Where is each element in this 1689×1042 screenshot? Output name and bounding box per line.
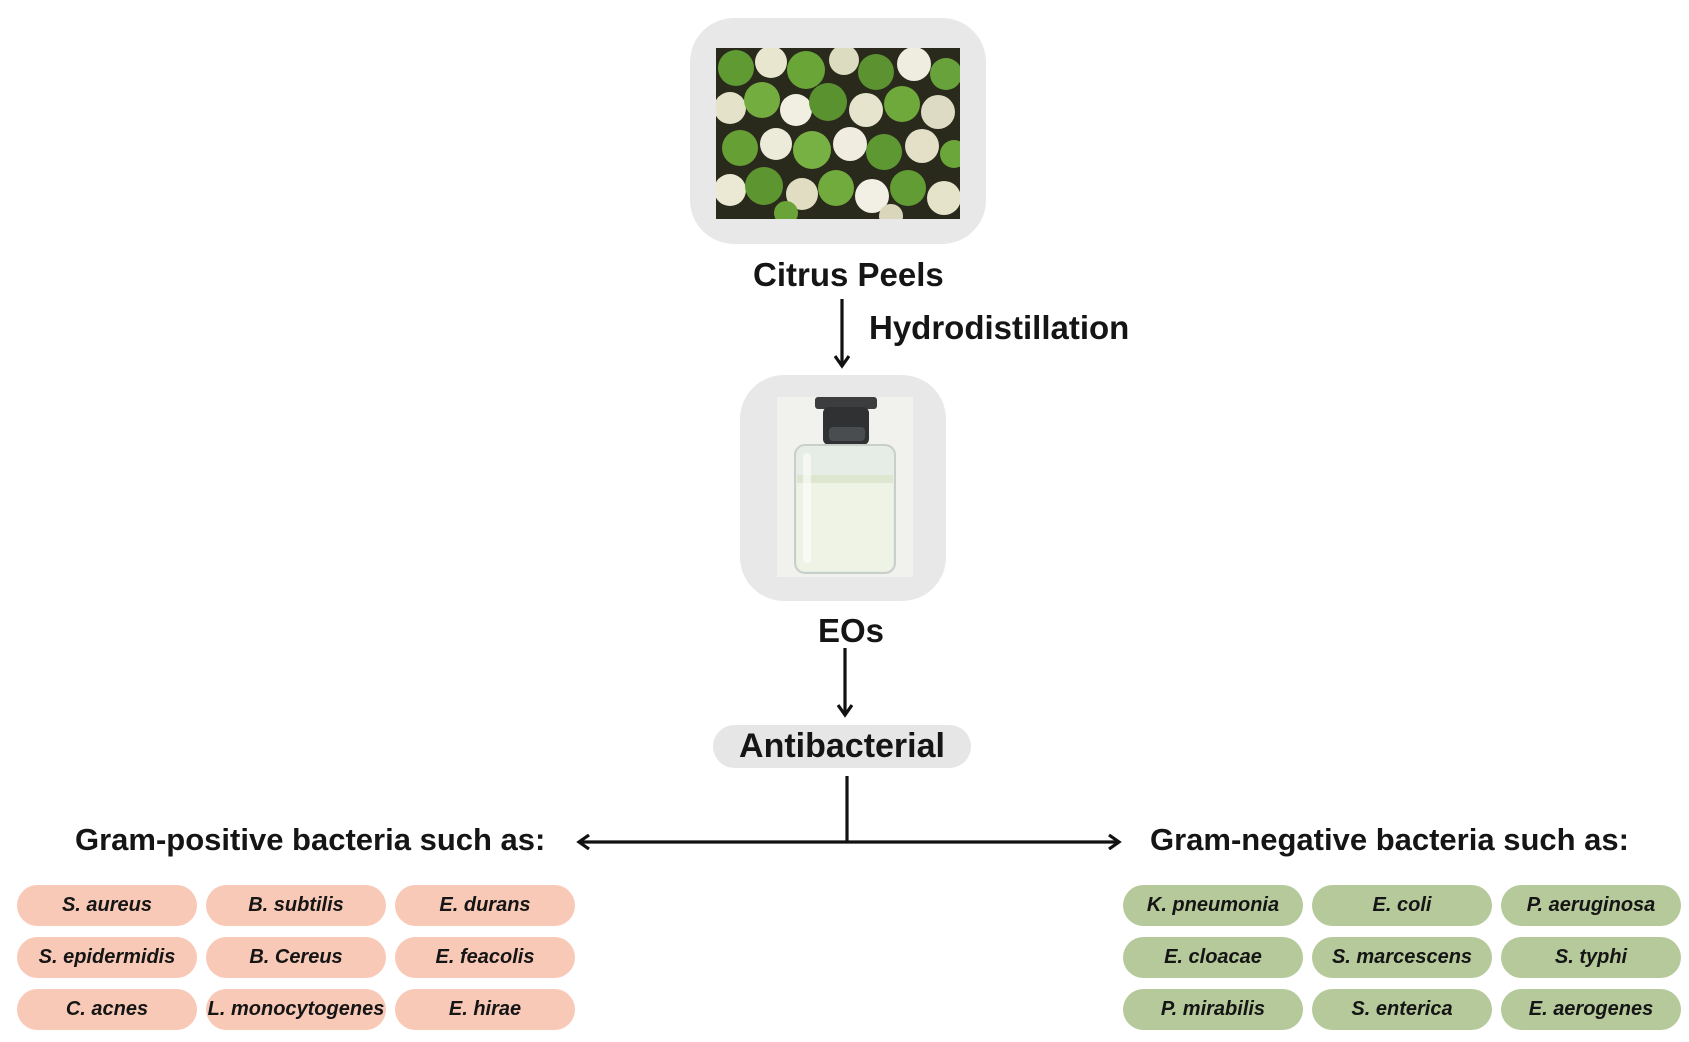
eos-photo-frame bbox=[740, 375, 946, 601]
bacteria-pill: P. mirabilis bbox=[1123, 989, 1303, 1030]
bacteria-pill: E. cloacae bbox=[1123, 937, 1303, 978]
bacteria-pill: E. aerogenes bbox=[1501, 989, 1681, 1030]
bacteria-pill: P. aeruginosa bbox=[1501, 885, 1681, 926]
bacteria-pill: B. Cereus bbox=[206, 937, 386, 978]
hydrodistillation-label: Hydrodistillation bbox=[869, 309, 1130, 346]
citrus-peels-photo bbox=[716, 48, 960, 219]
bacteria-pill: S. typhi bbox=[1501, 937, 1681, 978]
citrus-peels-label: Citrus Peels bbox=[753, 256, 944, 293]
bacteria-pill: E. durans bbox=[395, 885, 575, 926]
bacteria-pill: L. monocytogenes bbox=[206, 989, 386, 1030]
citrus-peels-illustration bbox=[716, 48, 960, 219]
bacteria-pill: C. acnes bbox=[17, 989, 197, 1030]
eos-label: EOs bbox=[818, 612, 885, 649]
bacteria-pill: K. pneumonia bbox=[1123, 885, 1303, 926]
gram-positive-title: Gram-positive bacteria such as: bbox=[75, 822, 546, 857]
bacteria-pill: E. hirae bbox=[395, 989, 575, 1030]
bacteria-pill: B. subtilis bbox=[206, 885, 386, 926]
bacteria-pill: S. aureus bbox=[17, 885, 197, 926]
gram-negative-grid: K. pneumonia E. coli P. aeruginosa E. cl… bbox=[1123, 885, 1681, 1030]
antibacterial-box: Antibacterial bbox=[713, 725, 971, 768]
bacteria-pill: E. coli bbox=[1312, 885, 1492, 926]
bacteria-pill: S. enterica bbox=[1312, 989, 1492, 1030]
bacteria-pill: S. epidermidis bbox=[17, 937, 197, 978]
citrus-peels-photo-frame bbox=[690, 18, 986, 244]
gram-positive-grid: S. aureus B. subtilis E. durans S. epide… bbox=[17, 885, 575, 1030]
bacteria-pill: E. feacolis bbox=[395, 937, 575, 978]
essential-oil-bottle-illustration bbox=[777, 397, 913, 577]
eos-photo bbox=[777, 397, 913, 577]
bacteria-pill: S. marcescens bbox=[1312, 937, 1492, 978]
gram-negative-title: Gram-negative bacteria such as: bbox=[1150, 822, 1629, 857]
